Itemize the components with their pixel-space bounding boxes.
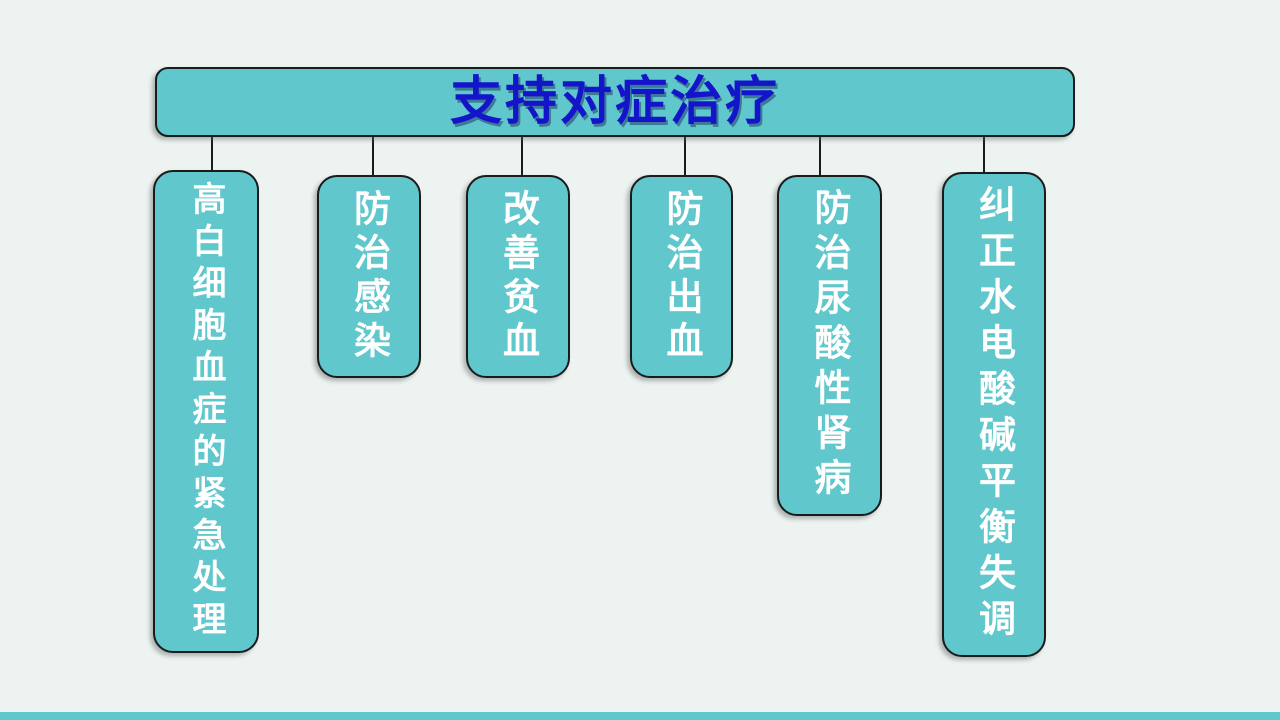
connector-line-1 [211, 136, 213, 172]
connector-line-5 [819, 136, 821, 177]
treatment-box-balance: 纠正水电酸碱平衡失调 [942, 172, 1046, 657]
treatment-box-nephropathy: 防治尿酸性肾病 [777, 175, 882, 516]
treatment-box-text: 高白细胞血症的紧急处理 [186, 180, 226, 643]
connector-line-2 [372, 136, 374, 177]
treatment-box-anemia: 改善贫血 [466, 175, 570, 378]
bottom-accent-bar [0, 712, 1280, 720]
treatment-box-text: 纠正水电酸碱平衡失调 [972, 184, 1017, 645]
slide-title: 支持对症治疗 [449, 73, 780, 131]
connector-line-6 [983, 136, 985, 174]
treatment-box-text: 防治出血 [660, 188, 704, 365]
treatment-box-infection: 防治感染 [317, 175, 421, 378]
treatment-box-bleeding: 防治出血 [630, 175, 733, 378]
connector-line-4 [684, 136, 686, 177]
treatment-box-text: 改善贫血 [496, 188, 541, 365]
treatment-box-text: 防治感染 [347, 188, 392, 365]
treatment-box-leukocytosis: 高白细胞血症的紧急处理 [153, 170, 259, 653]
title-box: 支持对症治疗 [155, 67, 1075, 137]
connector-line-3 [521, 136, 523, 177]
treatment-box-text: 防治尿酸性肾病 [808, 188, 852, 503]
